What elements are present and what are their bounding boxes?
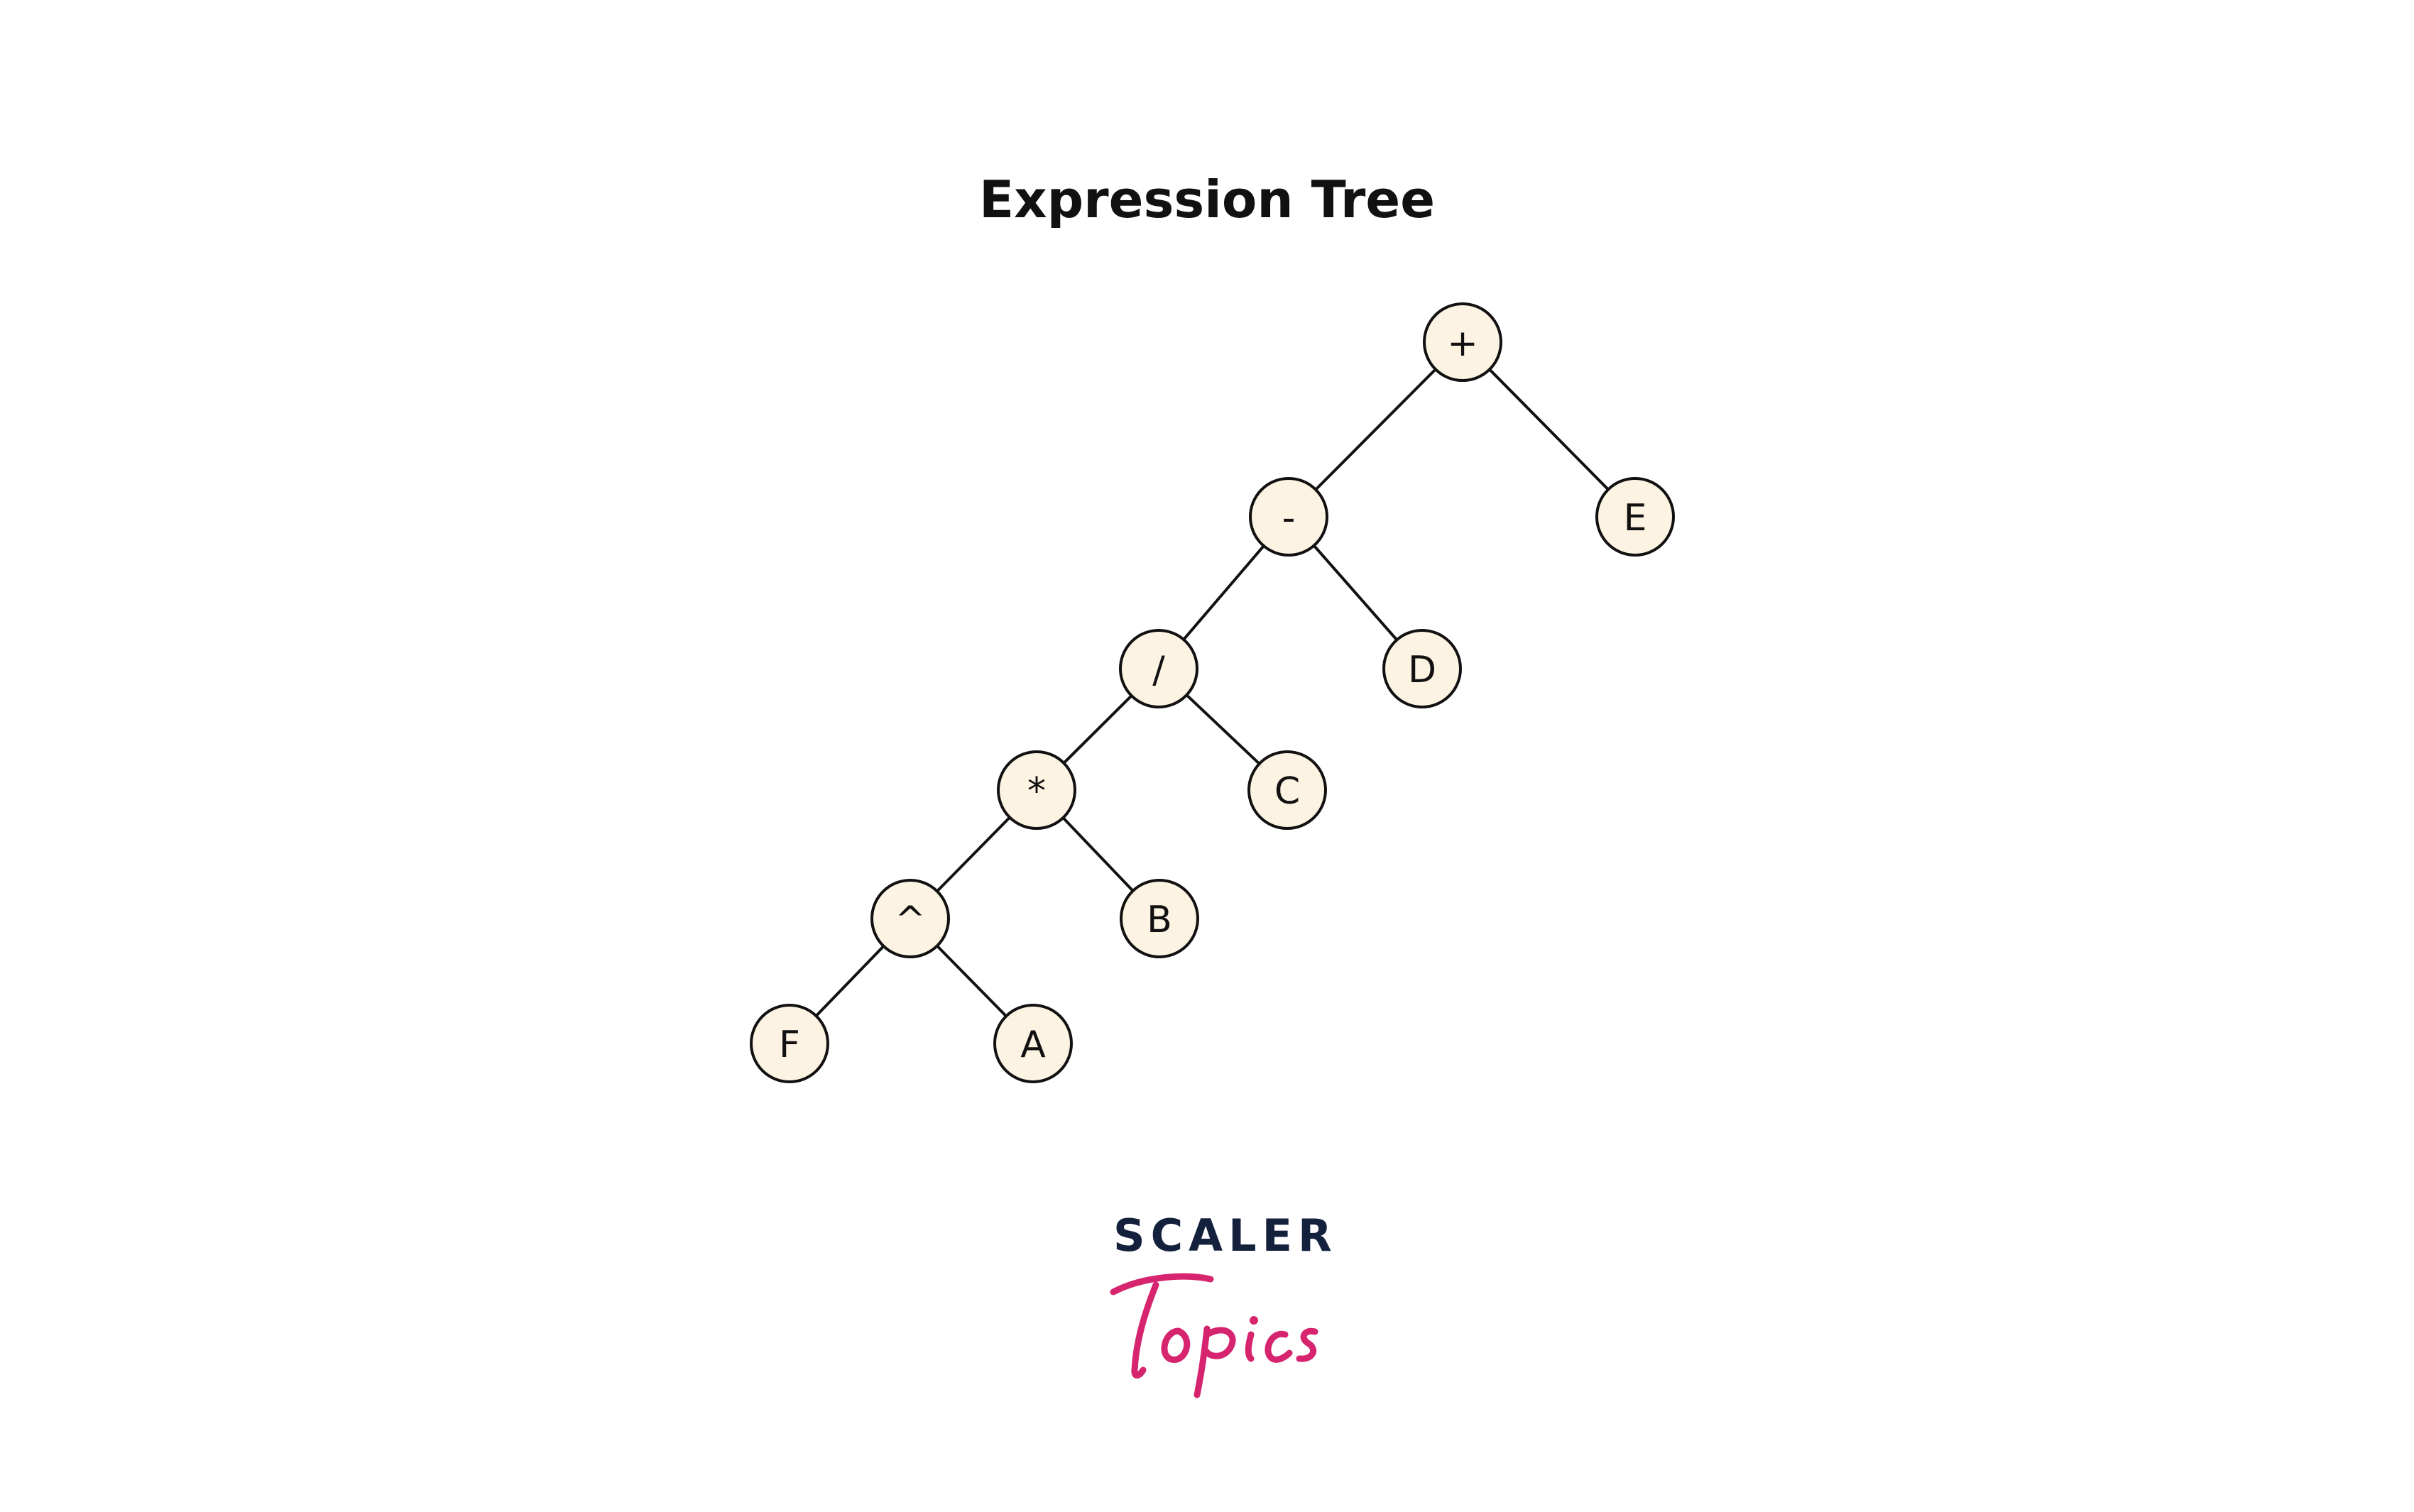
edge-multiply-B — [1061, 816, 1135, 892]
tree-node-divide: / — [1119, 629, 1198, 708]
node-circle — [1120, 879, 1199, 958]
tree-node-A: A — [993, 1004, 1073, 1083]
node-label: C — [1274, 770, 1300, 813]
edge-divide-C — [1185, 694, 1261, 765]
tree-node-power: ^ — [870, 879, 950, 958]
node-label: / — [1152, 649, 1165, 691]
logo-wordmark: SCALER — [1113, 1210, 1338, 1261]
edge-minus-D — [1313, 544, 1398, 641]
node-label: E — [1624, 497, 1647, 539]
node-circle — [993, 1004, 1073, 1083]
node-label: + — [1447, 322, 1478, 365]
edge-power-F — [815, 945, 885, 1017]
node-circle — [1249, 477, 1328, 557]
node-circle — [750, 1004, 829, 1083]
node-circle — [1595, 477, 1675, 557]
node-circle — [997, 750, 1076, 830]
node-label: F — [779, 1024, 800, 1066]
edge-power-A — [936, 945, 1007, 1017]
node-label: A — [1020, 1024, 1046, 1066]
edge-multiply-power — [936, 816, 1011, 892]
tree-node-plus: + — [1423, 302, 1502, 382]
node-circle — [1247, 750, 1327, 830]
node-circle — [1423, 302, 1502, 382]
node-circle — [1119, 629, 1198, 708]
tree-node-multiply: * — [997, 750, 1076, 830]
node-label: - — [1282, 497, 1296, 539]
tree-node-F: F — [750, 1004, 829, 1083]
tree-node-E: E — [1595, 477, 1675, 557]
node-circle — [1382, 629, 1462, 708]
diagram-title: Expression Tree — [978, 170, 1436, 229]
node-circle — [870, 879, 950, 958]
edge-minus-divide — [1182, 544, 1265, 641]
scaler-topics-logo: SCALER — [1065, 1200, 1349, 1398]
edges — [815, 368, 1610, 1017]
node-label: ^ — [895, 899, 926, 941]
edge-divide-multiply — [1062, 694, 1133, 765]
node-label: B — [1147, 899, 1172, 941]
edge-plus-minus — [1314, 368, 1437, 491]
tree-node-B: B — [1120, 879, 1199, 958]
tree-node-D: D — [1382, 629, 1462, 708]
node-label: * — [1027, 770, 1046, 813]
nodes: + - E / D * C ^ B F A — [750, 302, 1675, 1083]
tree-node-C: C — [1247, 750, 1327, 830]
node-label: D — [1408, 649, 1436, 691]
edge-plus-E — [1488, 368, 1610, 491]
logo-script-topics — [1110, 1273, 1318, 1398]
tree-node-minus: - — [1249, 477, 1328, 557]
